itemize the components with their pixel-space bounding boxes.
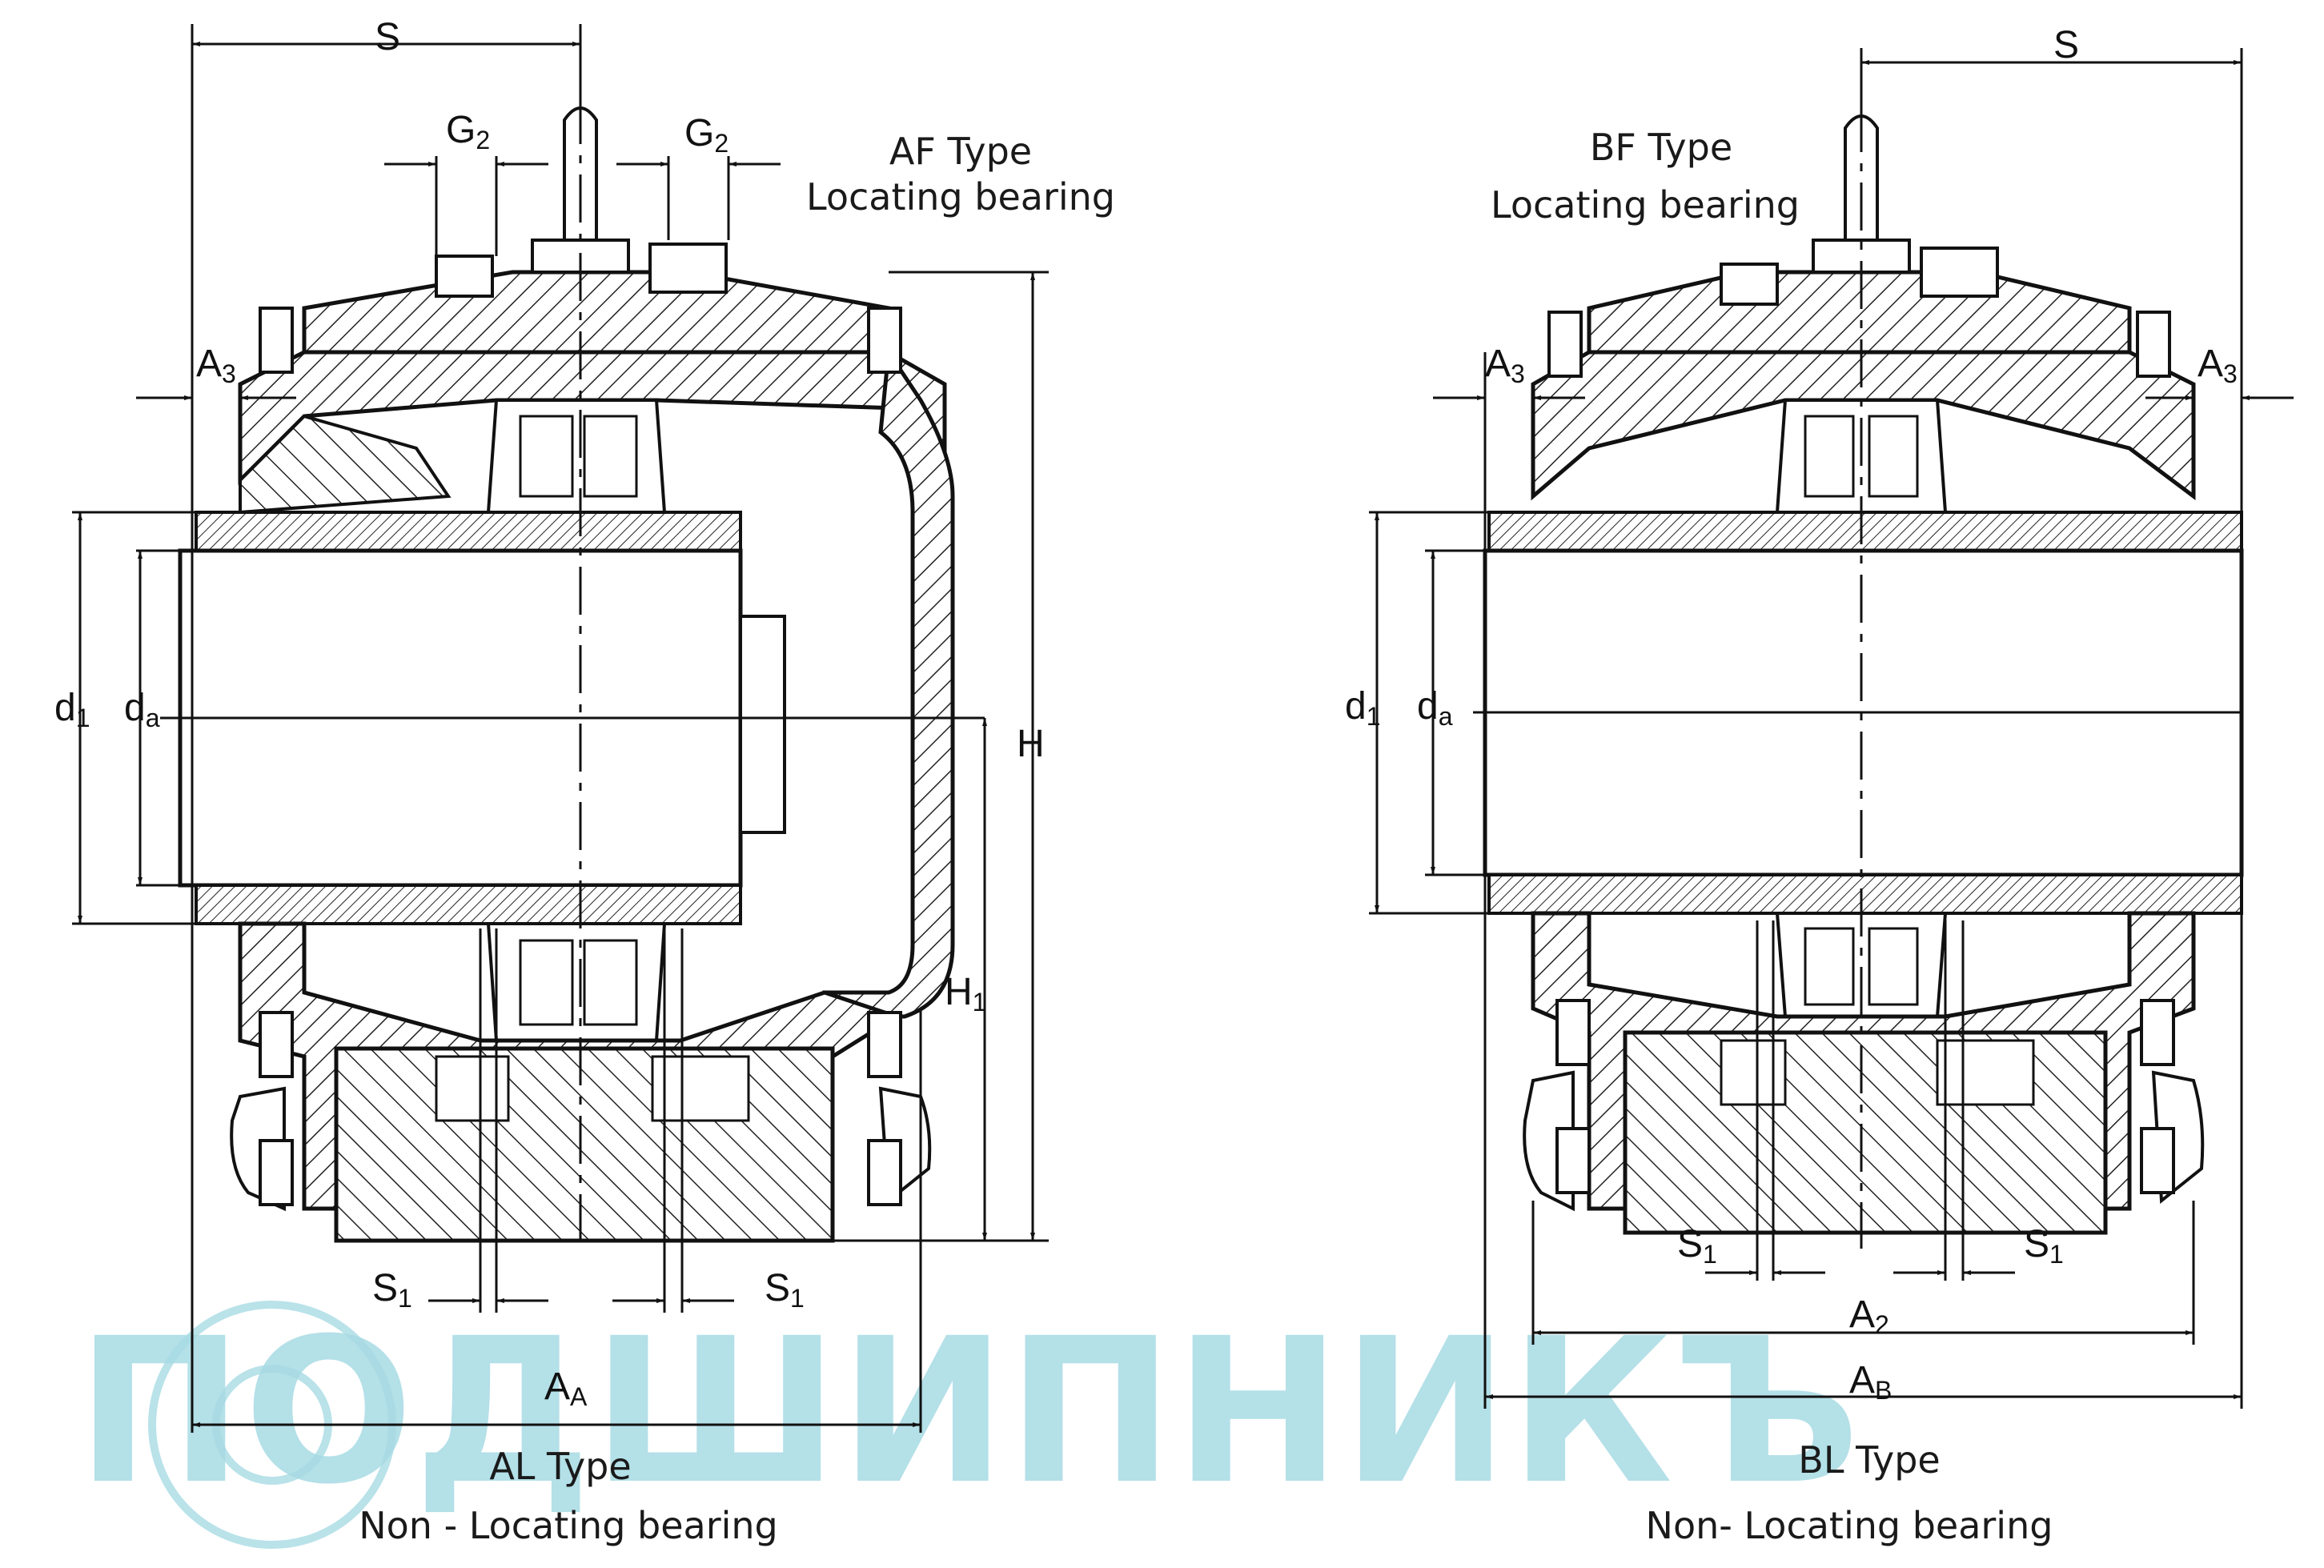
bf-type-title: BF Type [1590,126,1732,169]
dim-s1-right-b: S1 [2024,1223,2064,1269]
af-type-title: AF Type [889,130,1032,173]
right-upper-housing [1531,350,2196,501]
right-grease-nipple-icon [1844,114,1879,242]
dim-d1-right: d1 [1345,685,1381,731]
dim-aa: AA [544,1365,588,1411]
bf-type-desc: Locating bearing [1491,183,1800,227]
left-shaft-end [739,615,786,834]
dim-a3-right-b: A3 [2198,343,2238,388]
dim-s-left: S [375,16,400,58]
dim-da-right: da [1417,685,1453,731]
dim-a3-right-a: A3 [1485,343,1525,388]
left-bearing-upper [486,399,667,514]
right-sleeve-lower [1487,873,2243,915]
dim-g2-left: G2 [446,109,490,154]
dim-a2: A2 [1849,1293,1889,1339]
dim-a3-left: A3 [196,343,236,388]
left-sleeve-lower [195,884,742,925]
left-dimensions [72,24,1049,1433]
left-pedestal [334,1046,835,1243]
dim-h-left: H [1017,723,1045,765]
left-labels: S G2 G2 A3 d1 da H H1 S1 S1 AA AF Type L… [54,16,1115,1547]
dim-s-right: S [2053,24,2079,66]
right-sleeve-upper [1487,511,2243,552]
right-bolts [1547,247,2175,1194]
left-bolts [259,243,902,1206]
dim-g2-right: G2 [684,112,729,158]
af-type-desc: Locating bearing [806,175,1115,219]
left-bearing-lower [486,922,667,1042]
dim-s1-left-b: S1 [765,1267,805,1313]
left-drawing [160,96,985,1249]
dim-h1-left: H1 [945,971,986,1017]
dim-s1-right-a: S1 [1677,1223,1717,1269]
left-upper-cap [302,270,891,355]
left-sleeve-upper [195,511,742,552]
right-drawing [1473,104,2244,1249]
bl-type-title: BL Type [1798,1438,1940,1482]
left-end-cover-upper [239,414,452,515]
dim-s1-left-a: S1 [372,1267,412,1313]
left-grease-nipple-icon [563,106,598,242]
al-type-desc: Non - Locating bearing [359,1504,778,1547]
dim-da-left: da [124,687,160,732]
dim-d1-left: d1 [54,687,90,732]
right-labels: S A3 A3 d1 da S1 S1 A2 AB BF Type Locati… [1345,24,2238,1547]
left-housing-loop [822,346,955,1019]
dim-ab: AB [1849,1359,1892,1405]
right-upper-cap [1587,270,2132,355]
al-type-title: AL Type [489,1445,631,1488]
right-dimensions [1369,48,2294,1409]
bl-type-desc: Non- Locating bearing [1646,1504,2053,1547]
